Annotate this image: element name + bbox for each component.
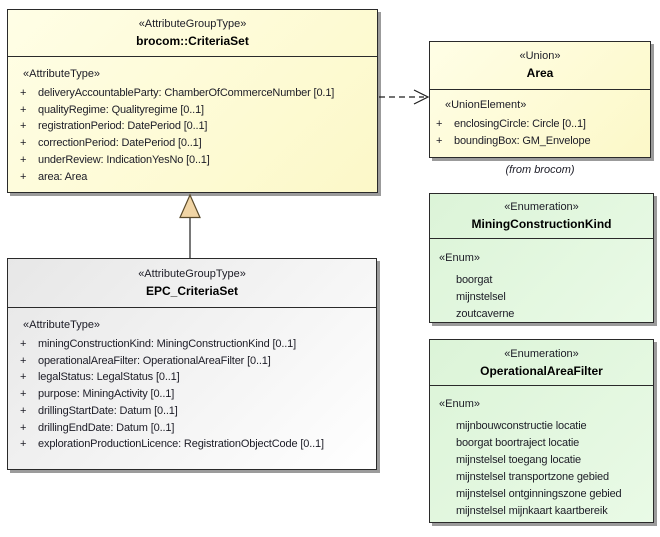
- visibility: +: [20, 120, 27, 133]
- class-header: «Enumeration» MiningConstructionKind: [430, 194, 653, 239]
- enum-literal: boorgat: [456, 274, 493, 286]
- attribute-row: + legalStatus: LegalStatus [0..1]: [8, 369, 376, 386]
- visibility: +: [20, 354, 27, 367]
- visibility: +: [436, 134, 443, 147]
- section-stereotype: «AttributeType»: [23, 68, 101, 80]
- class-stereotype: «AttributeGroupType»: [138, 18, 247, 30]
- visibility: +: [20, 170, 27, 183]
- enum-literal: mijnstelsel transportzone gebied: [456, 471, 609, 483]
- attribute-row: + miningConstructionKind: MiningConstruc…: [8, 336, 376, 353]
- attribute-text: registrationPeriod: DatePeriod [0..1]: [38, 120, 208, 133]
- visibility: +: [20, 153, 27, 166]
- attribute-row: + enclosingCircle: Circle [0..1]: [430, 116, 650, 133]
- attribute-row: + boundingBox: GM_Envelope: [430, 133, 650, 150]
- attribute-row: + explorationProductionLicence: Registra…: [8, 436, 376, 453]
- attribute-compartment: «AttributeType» + miningConstructionKind…: [8, 308, 376, 453]
- enum-literal: zoutcaverne: [456, 308, 515, 320]
- visibility: +: [20, 338, 27, 350]
- visibility: +: [20, 421, 27, 434]
- attribute-row: + underReview: IndicationYesNo [0..1]: [8, 152, 377, 169]
- attribute-row: + purpose: MiningActivity [0..1]: [8, 386, 376, 403]
- enum-literal: mijnstelsel mijnkaart kaartbereik: [456, 505, 608, 517]
- generalization-triangle-icon: [179, 193, 201, 219]
- attribute-text: drillingEndDate: Datum [0..1]: [38, 421, 175, 434]
- attribute-compartment: «AttributeType» + deliveryAccountablePar…: [8, 57, 377, 185]
- class-box-brocom-criteriaset: «AttributeGroupType» brocom::CriteriaSet…: [7, 9, 378, 193]
- generalization-connector: [179, 193, 201, 258]
- attribute-row: + correctionPeriod: DatePeriod [0..1]: [8, 135, 377, 152]
- attribute-text: correctionPeriod: DatePeriod [0..1]: [38, 137, 202, 150]
- visibility: +: [20, 103, 27, 116]
- attribute-text: boundingBox: GM_Envelope: [454, 134, 591, 147]
- visibility: +: [436, 118, 443, 130]
- enum-box-miningconstructionkind: «Enumeration» MiningConstructionKind «En…: [429, 193, 654, 323]
- attribute-text: deliveryAccountableParty: ChamberOfComme…: [38, 87, 335, 99]
- class-name: MiningConstructionKind: [471, 217, 612, 231]
- enum-compartment: «Enum» boorgat mijnstelsel zoutcaverne: [430, 239, 653, 323]
- attribute-text: area: Area: [38, 170, 88, 183]
- class-stereotype: «Enumeration»: [504, 201, 579, 213]
- attribute-row: + qualityRegime: Qualityregime [0..1]: [8, 102, 377, 119]
- enum-literal: mijnstelsel toegang locatie: [456, 454, 581, 466]
- class-box-epc-criteriaset: «AttributeGroupType» EPC_CriteriaSet «At…: [7, 258, 377, 470]
- section-stereotype: «Enum»: [439, 252, 480, 264]
- attribute-text: operationalAreaFilter: OperationalAreaFi…: [38, 354, 271, 367]
- enum-literal: mijnstelsel: [456, 291, 506, 303]
- class-header: «AttributeGroupType» brocom::CriteriaSet: [8, 10, 377, 57]
- class-stereotype: «Union»: [519, 50, 561, 62]
- area-origin-caption: (from brocom): [505, 164, 575, 176]
- visibility: +: [20, 371, 27, 384]
- class-name: brocom::CriteriaSet: [136, 34, 249, 48]
- attribute-row: + registrationPeriod: DatePeriod [0..1]: [8, 118, 377, 135]
- class-name: OperationalAreaFilter: [480, 364, 603, 378]
- enum-compartment: «Enum» mijnbouwconstructie locatie boorg…: [430, 386, 653, 520]
- section-stereotype: «AttributeType»: [23, 319, 101, 331]
- open-arrowhead-icon: [413, 89, 430, 105]
- attribute-text: explorationProductionLicence: Registrati…: [38, 438, 324, 451]
- attribute-text: purpose: MiningActivity [0..1]: [38, 388, 175, 401]
- class-stereotype: «Enumeration»: [504, 348, 579, 360]
- attribute-row: + deliveryAccountableParty: ChamberOfCom…: [8, 85, 377, 102]
- attribute-row: + operationalAreaFilter: OperationalArea…: [8, 353, 376, 370]
- class-name: Area: [526, 66, 554, 80]
- class-name: EPC_CriteriaSet: [145, 284, 239, 298]
- section-stereotype: «UnionElement»: [445, 99, 527, 111]
- visibility: +: [20, 388, 27, 401]
- attribute-text: enclosingCircle: Circle [0..1]: [454, 118, 586, 130]
- enum-literal: mijnstelsel ontginningszone gebied: [456, 488, 622, 500]
- class-stereotype: «AttributeGroupType»: [138, 268, 246, 280]
- visibility: +: [20, 87, 27, 99]
- attribute-text: drillingStartDate: Datum [0..1]: [38, 404, 178, 417]
- class-header: «Union» Area: [430, 42, 650, 90]
- attribute-compartment: «UnionElement» + enclosingCircle: Circle…: [430, 90, 650, 149]
- class-box-area: «Union» Area «UnionElement» + enclosingC…: [429, 41, 651, 158]
- attribute-row: + area: Area: [8, 169, 377, 186]
- attribute-text: miningConstructionKind: MiningConstructi…: [38, 338, 297, 350]
- enum-box-operationalareafilter: «Enumeration» OperationalAreaFilter «Enu…: [429, 339, 654, 523]
- visibility: +: [20, 137, 27, 150]
- class-header: «AttributeGroupType» EPC_CriteriaSet: [8, 259, 376, 308]
- dependency-connector: [379, 89, 430, 105]
- attribute-text: underReview: IndicationYesNo [0..1]: [38, 153, 210, 166]
- visibility: +: [20, 438, 27, 451]
- attribute-text: qualityRegime: Qualityregime [0..1]: [38, 103, 204, 116]
- class-header: «Enumeration» OperationalAreaFilter: [430, 340, 653, 386]
- attribute-row: + drillingStartDate: Datum [0..1]: [8, 403, 376, 420]
- visibility: +: [20, 404, 27, 417]
- enum-literal: boorgat boortraject locatie: [456, 437, 580, 449]
- enum-literal: mijnbouwconstructie locatie: [456, 420, 587, 432]
- section-stereotype: «Enum»: [439, 398, 480, 410]
- attribute-row: + drillingEndDate: Datum [0..1]: [8, 420, 376, 437]
- attribute-text: legalStatus: LegalStatus [0..1]: [38, 371, 180, 384]
